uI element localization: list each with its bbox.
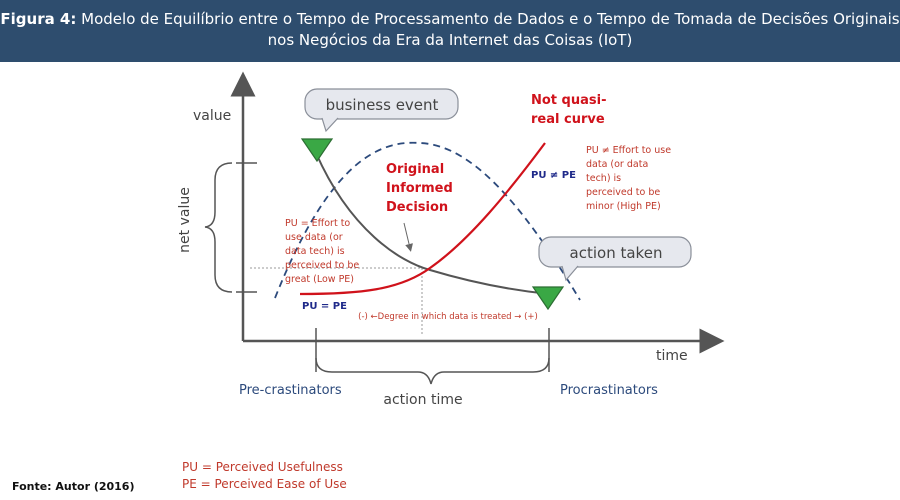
action-taken-callout-tail xyxy=(561,265,579,282)
degree-label: (-) ←Degree in which data is treated → (… xyxy=(358,312,538,322)
net-value-label: net value xyxy=(177,187,193,253)
high-pe-note-line: minor (High PE) xyxy=(586,201,661,212)
not-quasi-label-line1: Not quasi- xyxy=(531,93,606,108)
gray-decay-curve xyxy=(315,152,550,295)
high-pe-note-line: PU ≠ Effort to use xyxy=(586,145,671,156)
high-pe-note-line: perceived to be xyxy=(586,187,660,198)
action-time-label: action time xyxy=(383,392,462,408)
pre-crastinators-label: Pre-crastinators xyxy=(239,383,342,398)
low-pe-note-line: great (Low PE) xyxy=(285,274,354,285)
action-taken-text: action taken xyxy=(570,244,663,262)
action-taken-callout xyxy=(538,236,692,268)
figure-title: Modelo de Equilíbrio entre o Tempo de Pr… xyxy=(81,10,900,49)
action-taken-triangle xyxy=(531,286,565,311)
low-pe-note-line: PU = Effort to xyxy=(285,218,350,229)
business-event-callout xyxy=(304,88,459,120)
legend: PU = Perceived Usefulness PE = Perceived… xyxy=(182,459,347,493)
decision-pointer-arrow xyxy=(403,222,413,252)
original-decision-line1: Original xyxy=(386,162,444,177)
business-event-text: business event xyxy=(326,96,439,114)
low-pe-note-line: use data (or xyxy=(285,232,343,243)
net-value-brace xyxy=(204,162,233,293)
low-pe-note-line: perceived to be xyxy=(285,260,359,271)
low-pe-note: PU = Effort to use data (or data tech) i… xyxy=(285,218,359,285)
business-event-callout-tail xyxy=(321,117,339,133)
dashed-value-curve xyxy=(274,141,581,301)
figure-header: Figura 4: Modelo de Equilíbrio entre o T… xyxy=(0,0,900,62)
high-pe-note-line: data (or data xyxy=(586,159,648,170)
high-pe-note: PU ≠ Effort to use data (or data tech) i… xyxy=(586,145,671,212)
original-decision-line2: Informed xyxy=(386,181,453,196)
source-caption: Fonte: Autor (2016) xyxy=(12,480,135,493)
legend-pe: PE = Perceived Ease of Use xyxy=(182,477,347,491)
y-axis-label: value xyxy=(193,108,231,124)
business-event-triangle xyxy=(300,138,334,163)
procrastinators-label: Procrastinators xyxy=(560,383,658,398)
pu-eq-pe-label: PU = PE xyxy=(302,301,347,312)
not-quasi-label-line2: real curve xyxy=(531,112,605,127)
red-not-quasi-curve xyxy=(299,142,546,296)
pu-neq-pe-label: PU ≠ PE xyxy=(531,170,576,181)
legend-pu: PU = Perceived Usefulness xyxy=(182,460,343,474)
x-axis-label: time xyxy=(656,348,688,364)
figure-label: Figura 4: xyxy=(0,10,77,28)
action-time-brace xyxy=(315,357,550,385)
original-decision-line3: Decision xyxy=(386,200,448,215)
low-pe-note-line: data tech) is xyxy=(285,246,345,257)
high-pe-note-line: tech) is xyxy=(586,173,621,184)
